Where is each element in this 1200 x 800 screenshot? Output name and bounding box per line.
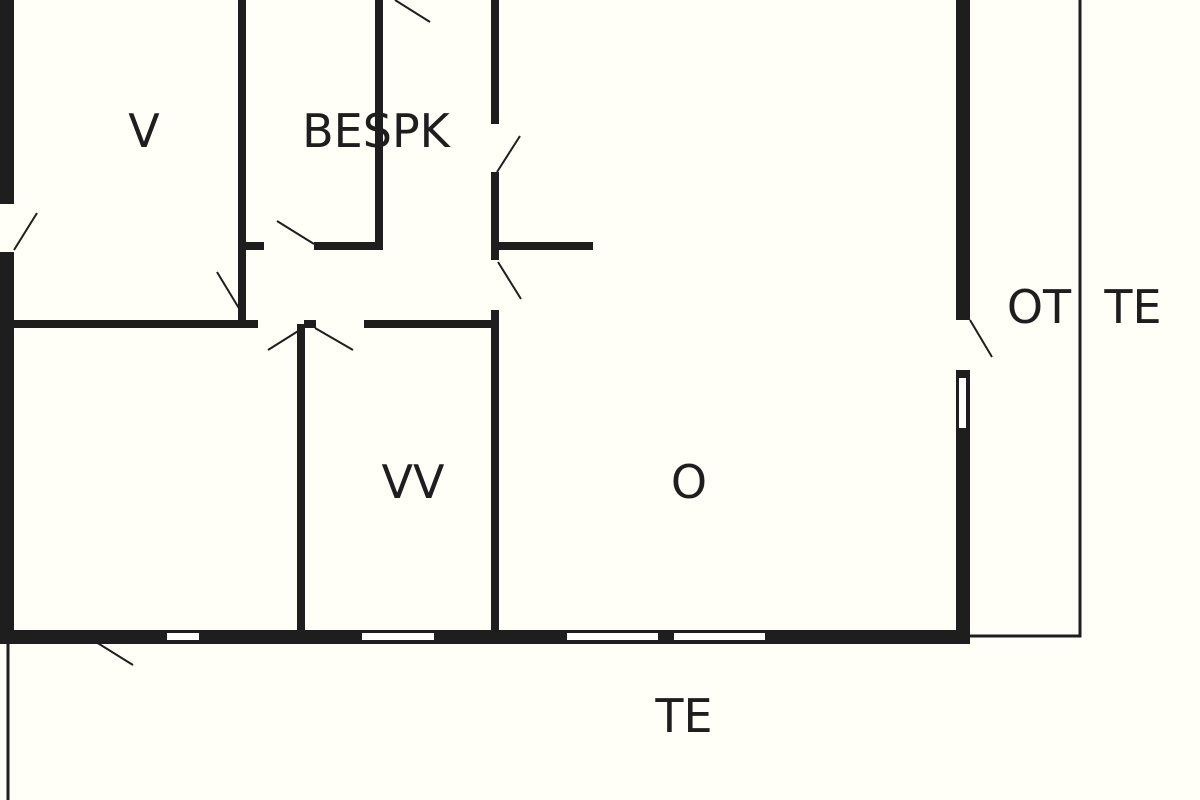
door-room-left — [267, 327, 304, 351]
wall-stub — [495, 242, 593, 250]
label-bespk: BESPK — [302, 104, 452, 158]
label-v: V — [128, 104, 160, 158]
label-te-bottom: TE — [654, 689, 712, 743]
wall-hall-right-upper — [491, 0, 499, 124]
room-labels: V BESPK OT TE VV O TE — [128, 104, 1161, 743]
wall-vv-left — [297, 324, 305, 644]
wall-bottom — [0, 630, 970, 644]
door-v — [216, 271, 241, 311]
wall-bespk-bottom-right — [314, 242, 383, 250]
terrace-outline — [6, 0, 1082, 800]
door-ot — [969, 319, 993, 358]
label-te-right: TE — [1103, 280, 1161, 334]
doors — [13, 0, 993, 666]
wall-mid-left — [10, 320, 258, 328]
window-right — [959, 378, 966, 428]
wall-hall-right-lower — [491, 310, 499, 644]
wall-left-lower — [0, 252, 14, 644]
walls — [0, 0, 970, 644]
door-o-upper — [496, 135, 521, 173]
label-vv: VV — [382, 455, 445, 509]
door-o-lower — [497, 261, 522, 300]
door-top — [394, 0, 431, 23]
wall-bespk-right — [375, 0, 383, 250]
window-bottom-2 — [362, 633, 434, 640]
wall-v-right — [238, 0, 246, 324]
label-ot: OT — [1007, 280, 1072, 334]
wall-right-lower — [956, 370, 970, 644]
door-bespk — [276, 220, 315, 245]
windows — [167, 378, 966, 640]
wall-left-upper — [0, 0, 14, 204]
wall-mid-center — [304, 320, 316, 328]
wall-right-upper — [956, 0, 970, 320]
wall-hall-right-middle — [491, 172, 499, 260]
terrace-outline-right — [970, 0, 1082, 638]
label-o: O — [671, 455, 707, 509]
window-bottom-4 — [674, 633, 765, 640]
window-bottom-1 — [167, 633, 199, 640]
door-terrace — [95, 641, 134, 666]
door-entrance — [13, 212, 38, 251]
wall-mid-right — [364, 320, 495, 328]
door-vv — [314, 327, 354, 351]
wall-bespk-bottom-left — [238, 242, 264, 250]
window-bottom-3 — [567, 633, 658, 640]
